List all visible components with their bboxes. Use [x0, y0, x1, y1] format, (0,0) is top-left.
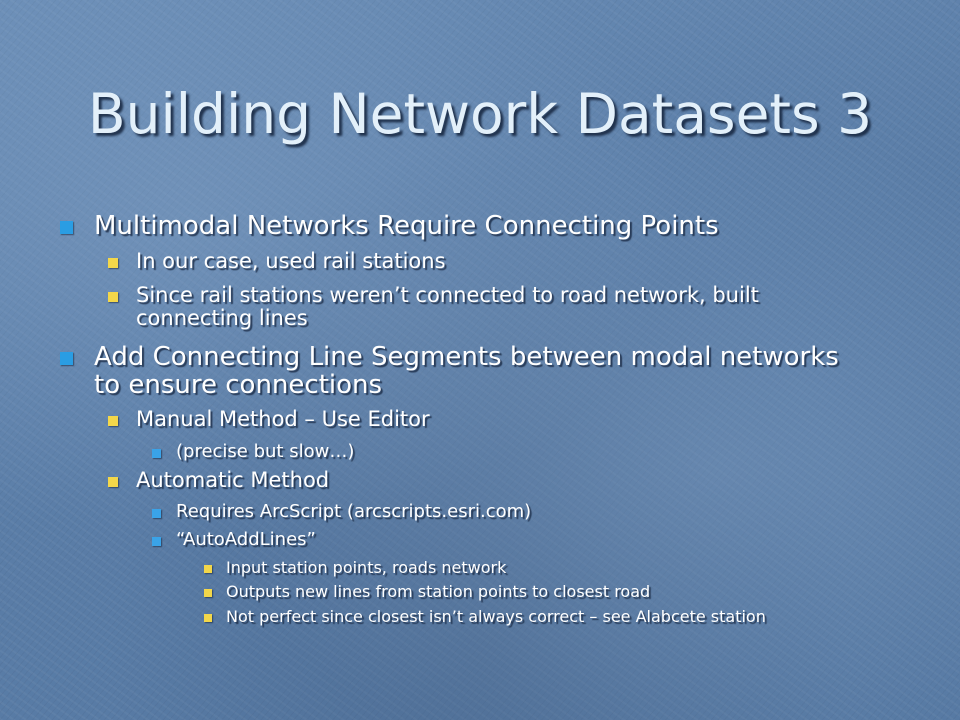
bullet-text: In our case, used rail stations: [136, 249, 446, 273]
bullet-automatic-method: Automatic Method: [108, 468, 330, 492]
bullet-multimodal-networks: Multimodal Networks Require Connecting P…: [60, 211, 719, 241]
bullet-text: (precise but slow…): [176, 441, 355, 462]
bullet-text: Not perfect since closest isn’t always c…: [226, 607, 766, 626]
bullet-manual-method: Manual Method – Use Editor: [108, 407, 430, 431]
square-bullet-icon: [152, 509, 161, 518]
bullet-connecting-lines: Since rail stations weren’t connected to…: [108, 283, 759, 330]
bullet-not-perfect: Not perfect since closest isn’t always c…: [204, 607, 766, 626]
bullet-outputs-new-lines: Outputs new lines from station points to…: [204, 582, 651, 601]
bullet-text-continued: to ensure connections: [94, 370, 383, 400]
bullet-text: Multimodal Networks Require Connecting P…: [94, 211, 719, 241]
square-bullet-icon: [60, 352, 73, 365]
bullet-text: Manual Method – Use Editor: [136, 407, 430, 431]
bullet-requires-arcscript: Requires ArcScript (arcscripts.esri.com): [152, 501, 532, 522]
square-bullet-icon: [152, 537, 161, 546]
bullet-text: Add Connecting Line Segments between mod…: [94, 342, 839, 372]
bullet-text: “AutoAddLines”: [176, 529, 316, 550]
square-bullet-icon: [152, 449, 161, 458]
square-bullet-icon: [204, 589, 212, 597]
bullet-rail-stations: In our case, used rail stations: [108, 249, 446, 273]
slide-title: Building Network Datasets 3: [87, 82, 873, 146]
square-bullet-icon: [108, 477, 118, 487]
square-bullet-icon: [204, 565, 212, 573]
bullet-text: Since rail stations weren’t connected to…: [136, 283, 759, 307]
square-bullet-icon: [60, 221, 73, 234]
square-bullet-icon: [108, 292, 118, 302]
square-bullet-icon: [108, 258, 118, 268]
bullet-text: Input station points, roads network: [226, 558, 507, 577]
square-bullet-icon: [204, 614, 212, 622]
square-bullet-icon: [108, 416, 118, 426]
bullet-text: Outputs new lines from station points to…: [226, 582, 651, 601]
bullet-autoaddlines: “AutoAddLines”: [152, 529, 316, 550]
bullet-input-station-points: Input station points, roads network: [204, 558, 507, 577]
bullet-text-continued: connecting lines: [136, 306, 308, 330]
bullet-text: Requires ArcScript (arcscripts.esri.com): [176, 501, 532, 522]
bullet-add-connecting-segments: Add Connecting Line Segments between mod…: [60, 342, 839, 400]
bullet-precise-slow: (precise but slow…): [152, 441, 355, 462]
bullet-text: Automatic Method: [136, 468, 330, 492]
